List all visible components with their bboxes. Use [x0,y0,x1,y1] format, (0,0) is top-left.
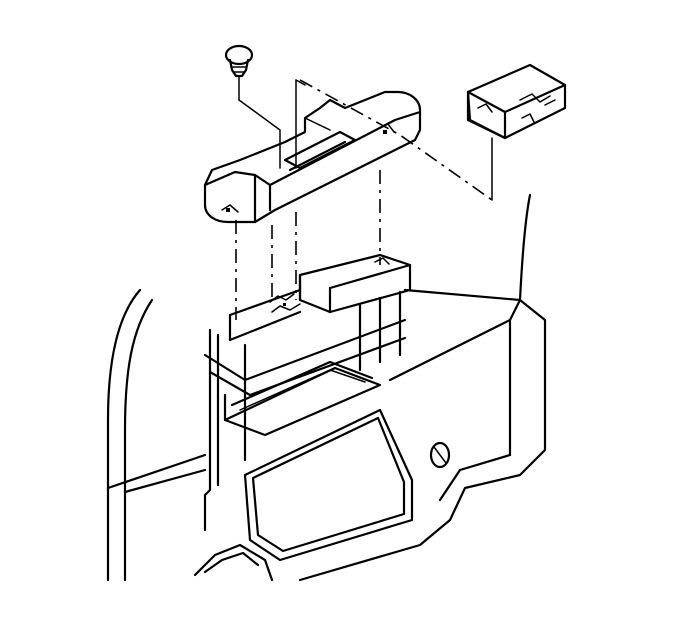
alignment-lines [235,79,493,320]
switch-bezel [466,63,567,140]
clip-detail [283,303,286,306]
clip-detail [383,130,387,134]
lock-hole [429,441,451,469]
push-pin-fastener [224,44,254,101]
clip-detail [226,208,230,212]
door-trim-panel [193,253,547,582]
door-frame [106,193,532,582]
armrest-pull-cup [203,90,422,224]
